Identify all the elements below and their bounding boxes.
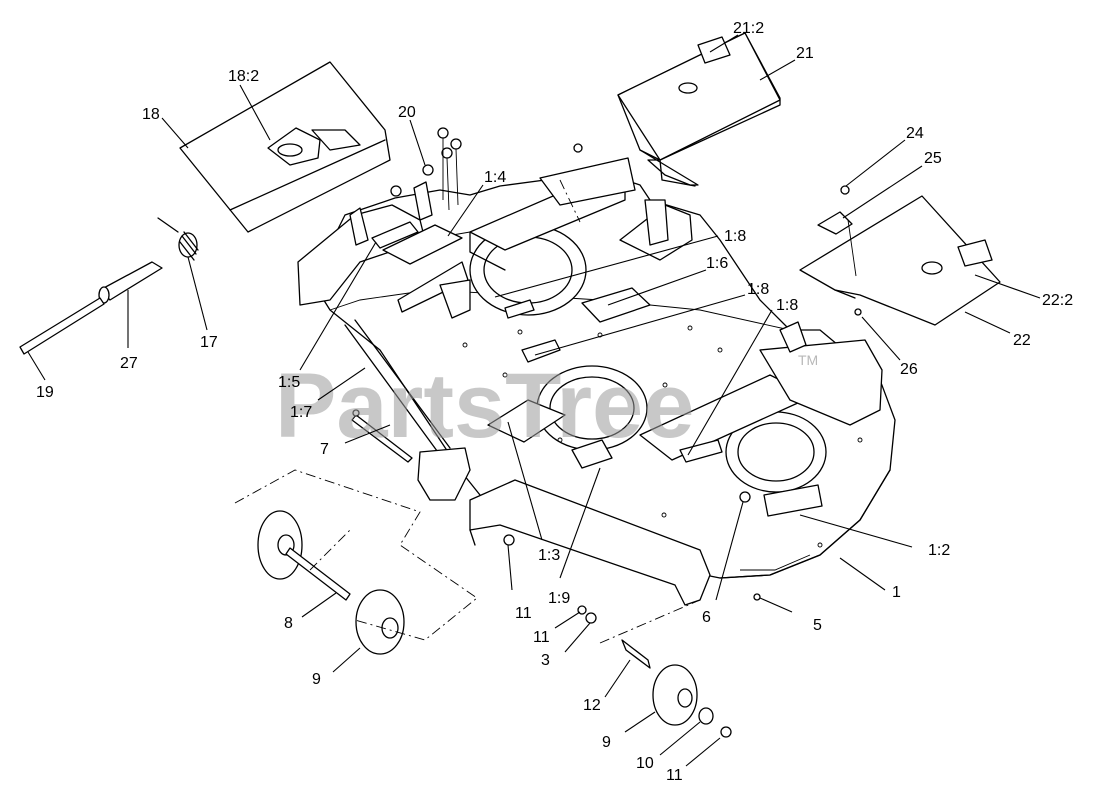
carriage-bolt-7 [351,409,413,463]
label-10: 10 [636,755,654,772]
label-1-8-b: 1:8 [747,281,769,298]
watermark-trademark: TM [798,352,818,368]
belt-cover-top-right [617,32,781,187]
label-22: 22 [1013,332,1031,349]
spindle-bracket-center [619,199,693,261]
nut-5 [753,593,761,601]
label-1-9: 1:9 [548,590,570,607]
label-9-b: 9 [602,734,611,751]
nut-11-a [503,534,515,546]
label-6: 6 [702,609,711,626]
anti-scalp-roller-rear [621,639,732,738]
spacer-tube-27 [98,261,163,304]
label-26: 26 [900,361,918,378]
label-11-c: 11 [666,767,683,784]
label-3: 3 [541,652,550,669]
label-1-2: 1:2 [928,542,950,559]
label-11-b: 11 [533,629,550,646]
label-1-4: 1:4 [484,169,506,186]
label-5: 5 [813,617,822,634]
callout-labels: 21:2 21 18:2 18 20 1:4 1:8 1:6 1:8 1:8 2… [36,20,1073,784]
label-1-5: 1:5 [278,374,300,391]
label-21: 21 [796,45,814,62]
belt-cover-left [179,61,391,233]
label-18: 18 [142,106,160,123]
nut-6 [739,491,751,503]
label-12: 12 [583,697,601,714]
label-9-a: 9 [312,671,321,688]
anti-scalp-roller-left [257,510,405,655]
label-20: 20 [398,104,416,121]
hex-nuts-20 [390,127,462,211]
label-7: 7 [320,441,329,458]
deck-holes [462,325,863,548]
rod-19 [19,297,105,355]
front-roller-bracket [417,447,711,606]
assembly-guide-lines [234,179,701,644]
label-1-8-c: 1:8 [776,297,798,314]
watermark-text: PartsTree [275,355,694,457]
label-18-2: 18:2 [228,68,259,85]
label-11-a: 11 [515,605,532,622]
label-24: 24 [906,125,924,142]
label-27: 27 [120,355,138,372]
label-1-7: 1:7 [290,404,312,421]
bolt-top [573,143,583,153]
label-22-2: 22:2 [1042,292,1073,309]
belt-cover-right [799,195,1001,326]
torsion-spring-17 [157,217,199,261]
pin-26 [854,308,862,316]
label-1: 1 [892,584,901,601]
washer-3 [585,612,597,624]
label-17: 17 [200,334,218,351]
label-1-6: 1:6 [706,255,728,272]
label-1-3: 1:3 [538,547,560,564]
label-21-2: 21:2 [733,20,764,37]
spindle-bracket-left [469,157,636,271]
callout-leaders [27,34,1041,767]
label-8: 8 [284,615,293,632]
blade-opening-center [536,365,648,451]
label-25: 25 [924,150,942,167]
label-1-8-a: 1:8 [724,228,746,245]
blade-opening-right [725,411,827,493]
label-19: 19 [36,384,54,401]
spindle-bracket-right [639,321,883,461]
